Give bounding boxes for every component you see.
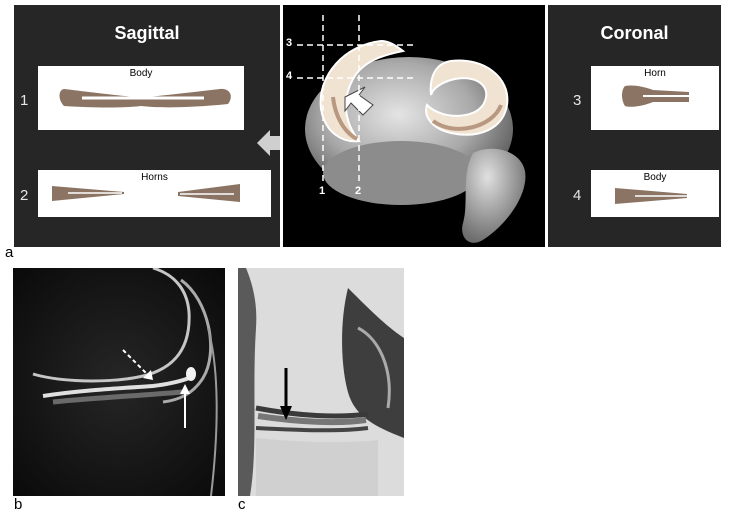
cut-label-2: 2 [355, 185, 361, 197]
panel-letter-a: a [5, 244, 13, 261]
sagittal-number-1: 1 [20, 92, 28, 109]
coronal-horn-box: Horn [591, 66, 719, 130]
mri-sagittal-image [13, 268, 225, 496]
knee-3d-render: 3 4 1 2 [283, 5, 545, 247]
cut-label-1: 1 [319, 185, 325, 197]
sagittal-number-2: 2 [20, 187, 28, 204]
coronal-number-4: 4 [573, 187, 581, 204]
coronal-heading: Coronal [548, 23, 721, 44]
sagittal-horns-box: Horns [38, 170, 271, 217]
sagittal-heading: Sagittal [14, 23, 280, 44]
mri-sagittal-svg [13, 268, 225, 496]
cut-label-3: 3 [286, 37, 292, 49]
meniscus-horn-coronal-shape [591, 66, 719, 130]
coronal-panel: Coronal 3 Horn 4 Body [548, 5, 721, 247]
meniscus-horns-sagittal-shape [38, 170, 271, 217]
coronal-body-box: Body [591, 170, 719, 217]
meniscus-body-coronal-shape [591, 170, 719, 217]
mri-coronal-image [238, 268, 404, 496]
divider-left [280, 5, 283, 247]
sagittal-body-box: Body [38, 66, 244, 130]
cut-label-4: 4 [286, 70, 292, 82]
coronal-number-3: 3 [573, 92, 581, 109]
mri-coronal-svg [238, 268, 404, 496]
divider-right [545, 5, 548, 247]
sagittal-panel: Sagittal 1 Body 2 Horns [14, 5, 280, 247]
knee-3d-svg [283, 5, 545, 247]
meniscus-body-sagittal-shape [38, 66, 244, 130]
panel-letter-b: b [14, 496, 22, 513]
panel-letter-c: c [238, 496, 246, 513]
